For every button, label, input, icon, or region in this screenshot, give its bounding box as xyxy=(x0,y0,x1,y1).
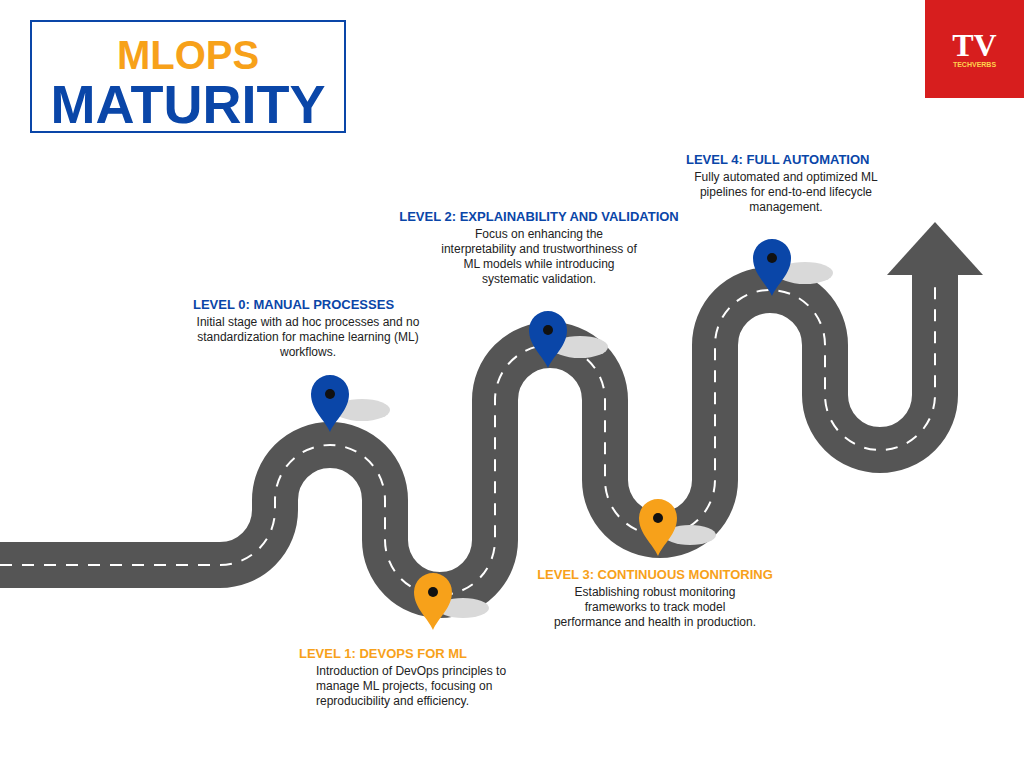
level-pin xyxy=(639,499,677,556)
level-heading: LEVEL 3: CONTINUOUS MONITORING xyxy=(537,567,775,583)
level-milestone: LEVEL 2: EXPLAINABILITY AND VALIDATION Fo… xyxy=(397,209,681,287)
level-description: Establishing robust monitoring framework… xyxy=(550,585,760,630)
level-heading: LEVEL 4: FULL AUTOMATION xyxy=(686,152,888,168)
level-heading: LEVEL 2: EXPLAINABILITY AND VALIDATION xyxy=(399,209,681,225)
road-arrowhead xyxy=(887,222,983,275)
road-dashes xyxy=(0,278,935,595)
level-pin xyxy=(311,375,349,432)
level-description: Fully automated and optimized ML pipelin… xyxy=(686,170,886,215)
level-pin xyxy=(529,311,567,368)
channel-logo: TVTECHVERBS xyxy=(925,0,1024,98)
title: MLOPS MATURITY xyxy=(38,23,338,131)
level-description: Focus on enhancing the interpretability … xyxy=(439,227,639,287)
level-milestone: LEVEL 0: MANUAL PROCESSES Initial stage w… xyxy=(191,297,425,360)
level-heading: LEVEL 0: MANUAL PROCESSES xyxy=(193,297,425,313)
level-milestone: LEVEL 3: CONTINUOUS MONITORING Establishi… xyxy=(535,567,775,630)
logo-name: TECHVERBS xyxy=(953,61,996,69)
level-pin xyxy=(414,573,452,630)
level-milestone: LEVEL 4: FULL AUTOMATION Fully automated … xyxy=(684,152,888,215)
level-description: Initial stage with ad hoc processes and … xyxy=(193,315,423,360)
title-frame: MLOPS MATURITY xyxy=(30,20,346,133)
logo-mark: TV xyxy=(952,29,996,61)
road xyxy=(0,268,935,595)
level-description: Introduction of DevOps principles to man… xyxy=(316,664,548,709)
level-heading: LEVEL 1: DEVOPS FOR ML xyxy=(299,646,533,662)
level-milestone: LEVEL 1: DEVOPS FOR MLIntroduction of De… xyxy=(297,646,533,709)
level-pin xyxy=(753,239,791,296)
